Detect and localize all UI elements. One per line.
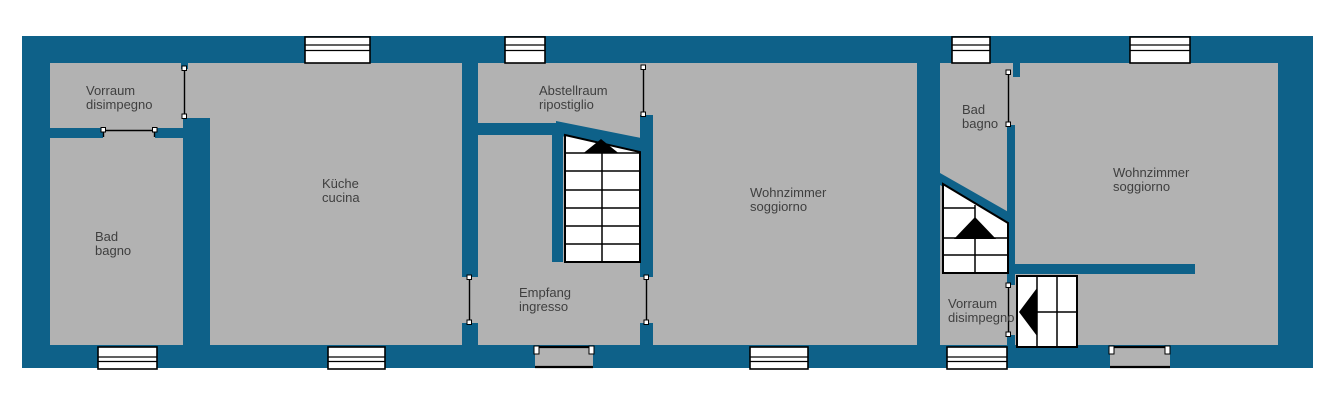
wall-right-vertical-upper [1007, 125, 1015, 285]
room-label-abstellraum: Abstellraum ripostiglio [539, 83, 608, 112]
window-bottom-bad-left [97, 346, 158, 370]
room-label-line: Wohnzimmer [750, 185, 827, 200]
room-label-line: disimpegno [86, 97, 153, 112]
entrance-door-right [1108, 345, 1171, 369]
room-label-line: ripostiglio [539, 97, 594, 112]
room-label-bad-left: Bad bagno [95, 229, 131, 258]
entrance-door-left [533, 345, 595, 369]
wall-half-height [1012, 264, 1195, 274]
window-bottom-wohnzimmer-left [749, 346, 809, 370]
wall-stair-right-side [640, 115, 653, 277]
opening-kueche-empfang [466, 274, 472, 325]
room-label-line: cucina [322, 190, 360, 205]
stair-up-arrow-icon [583, 139, 619, 154]
stair-left-arrow-icon [1019, 288, 1037, 336]
window-bottom-kueche [327, 346, 386, 370]
windows-bottom [97, 346, 1008, 370]
wall-abstellraum-bottom [478, 123, 562, 135]
opening-empfang-wohnzimmer [643, 274, 649, 325]
entrance-doors [533, 345, 1171, 369]
room-label-line: soggiorno [1113, 179, 1170, 194]
wall-bad-kueche [183, 118, 210, 345]
room-label-vorraum-right: Vorraum disimpegno [948, 296, 1015, 325]
window-top-bad-right [951, 36, 991, 64]
room-label-empfang: Empfang ingresso [519, 285, 571, 314]
room-label-line: bagno [962, 116, 998, 131]
wall-kueche-right-upper [462, 63, 478, 277]
wall-kueche-right-lower [462, 323, 478, 345]
room-label-line: Bad [962, 102, 985, 117]
window-bottom-vorraum-right [946, 346, 1008, 370]
room-label-wohnzimmer-right: Wohnzimmer soggiorno [1113, 165, 1190, 194]
room-label-line: bagno [95, 243, 131, 258]
room-label-line: Empfang [519, 285, 571, 300]
opening-vorraum-stair-right [1005, 282, 1011, 337]
room-label-line: Küche [322, 176, 359, 191]
wall-diagonal-right-stair [940, 173, 1012, 226]
stairs [564, 133, 1078, 348]
stair-right-building-upper [942, 182, 1009, 274]
windows-top [304, 36, 1191, 64]
window-top-abstellraum [504, 36, 546, 64]
wall-diagonal-left-stair [556, 121, 646, 153]
opening-bad-wohnzimmer-right [1005, 69, 1011, 127]
opening-abstellraum-wohnzimmer [640, 64, 646, 117]
room-label-line: Vorraum [86, 83, 135, 98]
door-openings [100, 64, 1011, 337]
wall-right-top-stub [1013, 63, 1020, 77]
stair-up-arrow-icon [954, 217, 996, 239]
wall-vorraum-bottom-right [155, 128, 183, 138]
wall-stair-left-side [552, 128, 563, 262]
stair-left-building [564, 133, 641, 263]
window-top-wohnzimmer-right [1129, 36, 1191, 64]
room-label-line: soggiorno [750, 199, 807, 214]
room-label-bad-right: Bad bagno [962, 102, 998, 131]
opening-vorraum-bad [100, 127, 158, 137]
wall-between-buildings [917, 63, 940, 345]
room-label-kueche: Küche cucina [322, 176, 360, 205]
room-label-line: Wohnzimmer [1113, 165, 1190, 180]
room-label-wohnzimmer-left: Wohnzimmer soggiorno [750, 185, 827, 214]
wall-right-vertical-lower [1007, 335, 1015, 345]
interior-walls [50, 63, 1195, 345]
floor-area [50, 63, 1278, 345]
room-label-line: ingresso [519, 299, 568, 314]
window-top-kueche [304, 36, 371, 64]
opening-vorraum-kueche [181, 65, 187, 119]
wall-vorraum-bottom-left [50, 128, 103, 138]
room-label-vorraum-left: Vorraum disimpegno [86, 83, 153, 112]
room-label-line: Abstellraum [539, 83, 608, 98]
room-label-line: Vorraum [948, 296, 997, 311]
wall-empfang-right-lower [640, 323, 653, 345]
stair-right-building-lower [1016, 275, 1078, 348]
room-label-line: disimpegno [948, 310, 1015, 325]
room-label-line: Bad [95, 229, 118, 244]
room-labels: Vorraum disimpegno Bad bagno Küche cucin… [86, 83, 1190, 325]
